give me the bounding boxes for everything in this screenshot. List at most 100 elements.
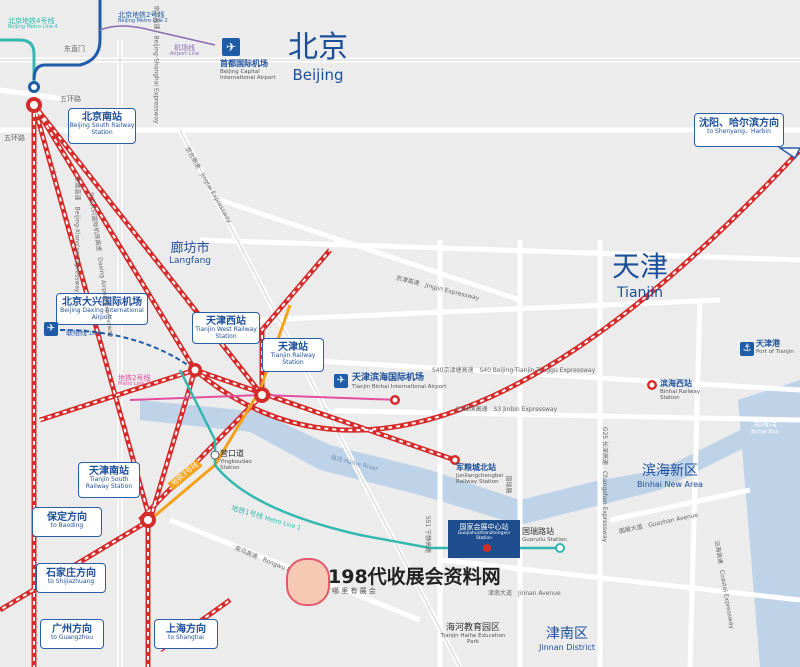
capital-airport-en: Beijing Capital International Airport xyxy=(220,68,276,81)
expo-label[interactable]: 国家会展中心站 Guojiahuizhanzhongxin Station xyxy=(450,523,518,542)
binhai-west-label: 滨海西站 Binhai Railway Station xyxy=(660,379,720,401)
junliang-zh: 军粮城北站 xyxy=(456,463,496,472)
binhai-airport-label: 天津滨海国际机场 Tianjin Binhai International Ai… xyxy=(352,373,447,390)
haihe-education-en: Tianjin Haihe Education Park xyxy=(440,633,506,645)
expo-block xyxy=(448,520,520,558)
city-binhai-en: Binhai New Area xyxy=(637,480,703,489)
tj-south-callout[interactable]: 天津南站 Tianjin South Railway Station xyxy=(78,462,140,498)
tj-west-callout[interactable]: 天津西站 Tianjin West Railway Station xyxy=(192,312,260,344)
junliang-en: Junliangchengbei Railway Station xyxy=(456,472,504,485)
watermark: 198代收展会资料网 哪 里 有 展 会 xyxy=(286,558,522,606)
bj-south-en: Beijing South Railway Station xyxy=(69,122,135,136)
tj-metro-2-en: Metro Line 2 xyxy=(118,381,150,387)
city-binhai: 滨海新区 Binhai New Area xyxy=(620,460,720,489)
road-zhanzhan: 京沪高速 Beijing-Shanghai Expressway xyxy=(152,5,160,124)
city-tianjin-zh: 天津 xyxy=(611,250,668,283)
road-s51: S51 宁静高速 xyxy=(424,515,432,554)
tj-metro-line-1 xyxy=(178,369,560,550)
bj-metro-2-en: Beijing Metro Line 2 xyxy=(118,18,168,24)
yingkoudao-en: Yingkoudao Station xyxy=(220,458,252,471)
link-line-label: 联络线 Link xyxy=(66,330,102,337)
guorui-en: Guoruilu Station xyxy=(522,536,567,543)
city-tianjin-en: Tianjin xyxy=(616,285,664,301)
tj-west-en: Tianjin West Railway Station xyxy=(195,326,257,340)
tj-station-callout[interactable]: 天津站 Tianjin Railway Station xyxy=(262,338,324,372)
bohai-bay-zh: 渤海湾 xyxy=(753,419,777,428)
city-langfang-zh: 廊坊市 xyxy=(170,241,210,256)
port-zh: 天津港 xyxy=(756,339,780,348)
daxing-zh: 北京大兴国际机场 xyxy=(62,297,142,308)
shanghai-callout[interactable]: 上海方向 to Shanghai xyxy=(154,619,218,649)
bj-airport-line-label: 机场线 Airport Line xyxy=(170,45,199,57)
yingkoudao-zh: 营口道 xyxy=(220,449,244,458)
expo-en: Guojiahuizhanzhongxin Station xyxy=(457,530,511,541)
road-guorui: 国瑞路 xyxy=(504,475,512,494)
road-s40: S40京津塘高速 S40 Beijing-Tianjin-Tanggu Expr… xyxy=(432,367,596,374)
yingkoudao-label: 营口道 Yingkoudao Station xyxy=(220,449,260,471)
watermark-title: 198代收展会资料网 xyxy=(328,566,501,588)
tj-west-zh: 天津西站 xyxy=(206,316,246,327)
city-jinnan-zh: 津南区 xyxy=(546,626,588,642)
daxing-airplane-icon: ✈ xyxy=(44,322,58,336)
city-beijing: 北京 Beijing xyxy=(278,22,358,84)
link-line-en: Link xyxy=(89,330,102,337)
dongzhimen-label: 东直门 xyxy=(64,45,85,53)
city-binhai-zh: 滨海新区 xyxy=(642,463,698,479)
city-langfang: 廊坊市 Langfang xyxy=(150,237,230,266)
port-en: Port of Tianjin xyxy=(756,348,794,355)
baoding-callout[interactable]: 保定方向 to Baoding xyxy=(32,507,102,537)
road-network-thin xyxy=(0,40,800,667)
shijiazhuang-zh: 石家庄方向 xyxy=(46,568,96,579)
bj-south-callout[interactable]: 北京南站 Beijing South Railway Station xyxy=(68,108,136,144)
road-g25: G25 长深高速 Changshen Expressway xyxy=(601,426,609,543)
shijiazhuang-en: to Shijiazhuang xyxy=(47,578,95,585)
shenyang-en: to Shenyang、Harbin xyxy=(707,128,771,135)
bj-metro-line-2 xyxy=(32,0,102,81)
bj-metro-2-label: 北京地铁2号线 Beijing Metro Line 2 xyxy=(118,12,168,24)
bohai-bay-label: 渤海湾 Bohai Bay xyxy=(740,419,790,435)
bj-airport-line-zh: 机场线 xyxy=(174,44,196,52)
airplane-icon: ✈ xyxy=(222,38,240,56)
callout-pointers xyxy=(777,147,800,160)
bj-airport-line xyxy=(99,25,216,46)
city-jinnan-en: Jinnan District xyxy=(539,643,595,652)
shanghai-zh: 上海方向 xyxy=(166,624,206,635)
tj-metro-2-label: 地铁2号线 Metro Line 2 xyxy=(118,375,150,387)
bj-metro-4-zh: 北京地铁4号线 xyxy=(8,17,55,25)
road-jinnan: 津南大道 Jinnan Avenue xyxy=(488,590,561,597)
watermark-avatar xyxy=(286,558,330,606)
tj-south-zh: 天津南站 xyxy=(89,466,129,477)
tj-link-line xyxy=(59,329,196,371)
railway-dashes xyxy=(0,104,800,667)
guorui-zh: 国瑞路站 xyxy=(522,527,554,536)
bj-south-zh: 北京南站 xyxy=(82,112,122,123)
shenyang-callout[interactable]: 沈阳、哈尔滨方向 to Shenyang、Harbin xyxy=(694,113,784,147)
guangzhou-callout[interactable]: 广州方向 to Guangzhou xyxy=(40,619,104,649)
binhai-west-en: Binhai Railway Station xyxy=(660,388,701,401)
tj-station-zh: 天津站 xyxy=(278,342,308,353)
tj-south-en: Tianjin South Railway Station xyxy=(85,476,133,490)
haihe-education-zh: 海河教育园区 xyxy=(445,623,500,633)
guorui-label: 国瑞路站 Guoruilu Station xyxy=(522,527,567,543)
baoding-zh: 保定方向 xyxy=(47,512,87,523)
city-tianjin: 天津 Tianjin xyxy=(600,245,680,301)
binhai-airport-zh: 天津滨海国际机场 xyxy=(352,373,425,383)
bj-metro-4-label: 北京地铁4号线 Beijing Metro Line 4 xyxy=(8,18,58,30)
binhai-airplane-icon: ✈ xyxy=(334,374,348,388)
watermark-subtitle: 哪 里 有 展 会 xyxy=(332,587,376,595)
shijiazhuang-callout[interactable]: 石家庄方向 to Shijiazhuang xyxy=(36,563,106,593)
port-label: 天津港 Port of Tianjin xyxy=(756,339,796,355)
road-s3: S3津滨高速 S3 Jinbin Expressway xyxy=(456,406,558,413)
city-jinnan: 津南区 Jinnan District xyxy=(512,623,622,652)
tj-station-en: Tianjin Railway Station xyxy=(270,352,316,366)
link-line-zh: 联络线 xyxy=(66,329,87,337)
binhai-airport-en: Tianjin Binhai International Airport xyxy=(352,383,447,390)
city-langfang-en: Langfang xyxy=(168,256,212,266)
guangzhou-en: to Guangzhou xyxy=(50,634,94,641)
binhai-west-zh: 滨海西站 xyxy=(660,379,692,388)
capital-airport-zh: 首都国际机场 xyxy=(220,59,268,68)
daxing-callout[interactable]: 北京大兴国际机场 Beijing Daxing International Ai… xyxy=(56,293,148,325)
expo-zh: 国家会展中心站 xyxy=(459,523,509,531)
